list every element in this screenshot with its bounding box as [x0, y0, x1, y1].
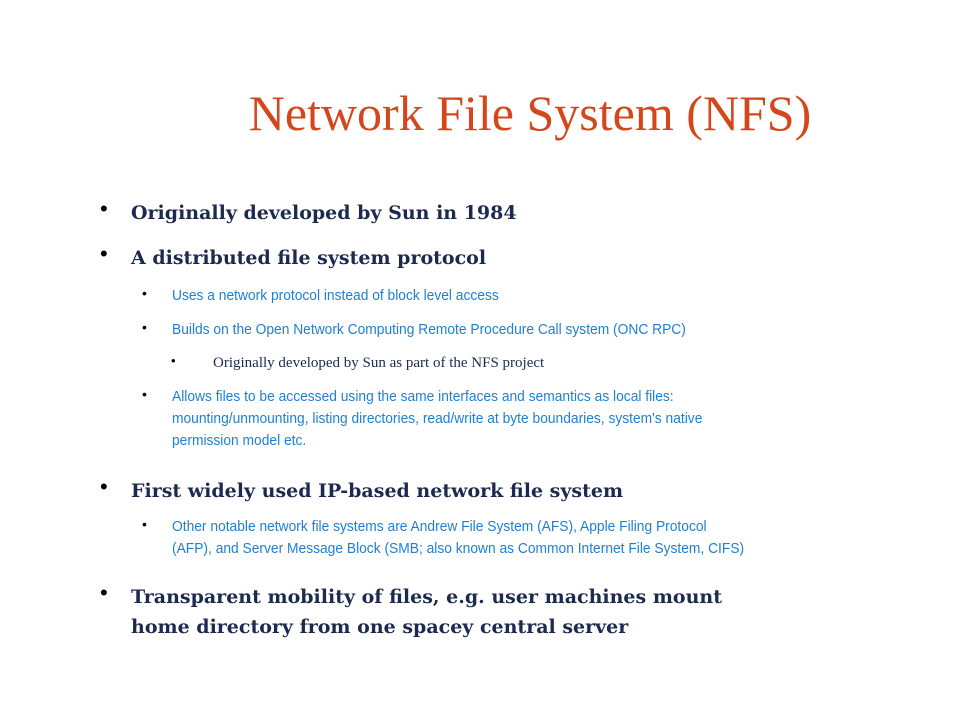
bullet-text-line: Allows files to be accessed using the sa…: [172, 388, 674, 405]
bullet-dot-icon: •: [142, 516, 147, 532]
bullet-item-level3: • Originally developed by Sun as part of…: [171, 353, 545, 373]
bullet-dot-icon: •: [100, 241, 108, 266]
bullet-text: A distributed file system protocol: [131, 247, 487, 269]
bullet-text-line: Transparent mobility of files, e.g. user…: [131, 586, 722, 608]
bullet-dot-icon: •: [100, 474, 108, 499]
bullet-text: Originally developed by Sun in 1984: [131, 202, 517, 224]
bullet-dot-icon: •: [142, 285, 147, 301]
bullet-dot-icon: •: [142, 319, 147, 335]
bullet-text: Uses a network protocol instead of block…: [172, 287, 499, 304]
bullet-text-line: home directory from one spacey central s…: [131, 616, 629, 638]
bullet-item-level2: • Uses a network protocol instead of blo…: [142, 285, 527, 307]
bullet-item-level1: • Originally developed by Sun in 1984: [100, 196, 517, 228]
bullet-item-level1: • Transparent mobility of files, e.g. us…: [100, 580, 722, 642]
bullet-text: First widely used IP-based network file …: [131, 480, 624, 502]
bullet-dot-icon: •: [100, 196, 108, 221]
bullet-item-level2: • Allows files to be accessed using the …: [142, 386, 749, 452]
bullet-text: Builds on the Open Network Computing Rem…: [172, 321, 686, 338]
bullet-text: Originally developed by Sun as part of t…: [213, 355, 545, 371]
bullet-item-level1: • A distributed file system protocol: [100, 241, 487, 273]
bullet-text-line: mounting/unmounting, listing directories…: [172, 410, 703, 427]
slide-title: Network File System (NFS): [248, 85, 812, 141]
bullet-item-level1: • First widely used IP-based network fil…: [100, 474, 624, 506]
bullet-text-line: permission model etc.: [172, 432, 307, 449]
bullet-item-level2: • Other notable network file systems are…: [142, 516, 794, 560]
bullet-dot-icon: •: [100, 580, 108, 605]
bullet-item-level2: • Builds on the Open Network Computing R…: [142, 319, 731, 341]
bullet-dot-icon: •: [142, 386, 147, 402]
bullet-text-line: (AFP), and Server Message Block (SMB; al…: [172, 540, 745, 557]
bullet-dot-icon: •: [171, 353, 176, 368]
bullet-text-line: Other notable network file systems are A…: [172, 518, 707, 535]
